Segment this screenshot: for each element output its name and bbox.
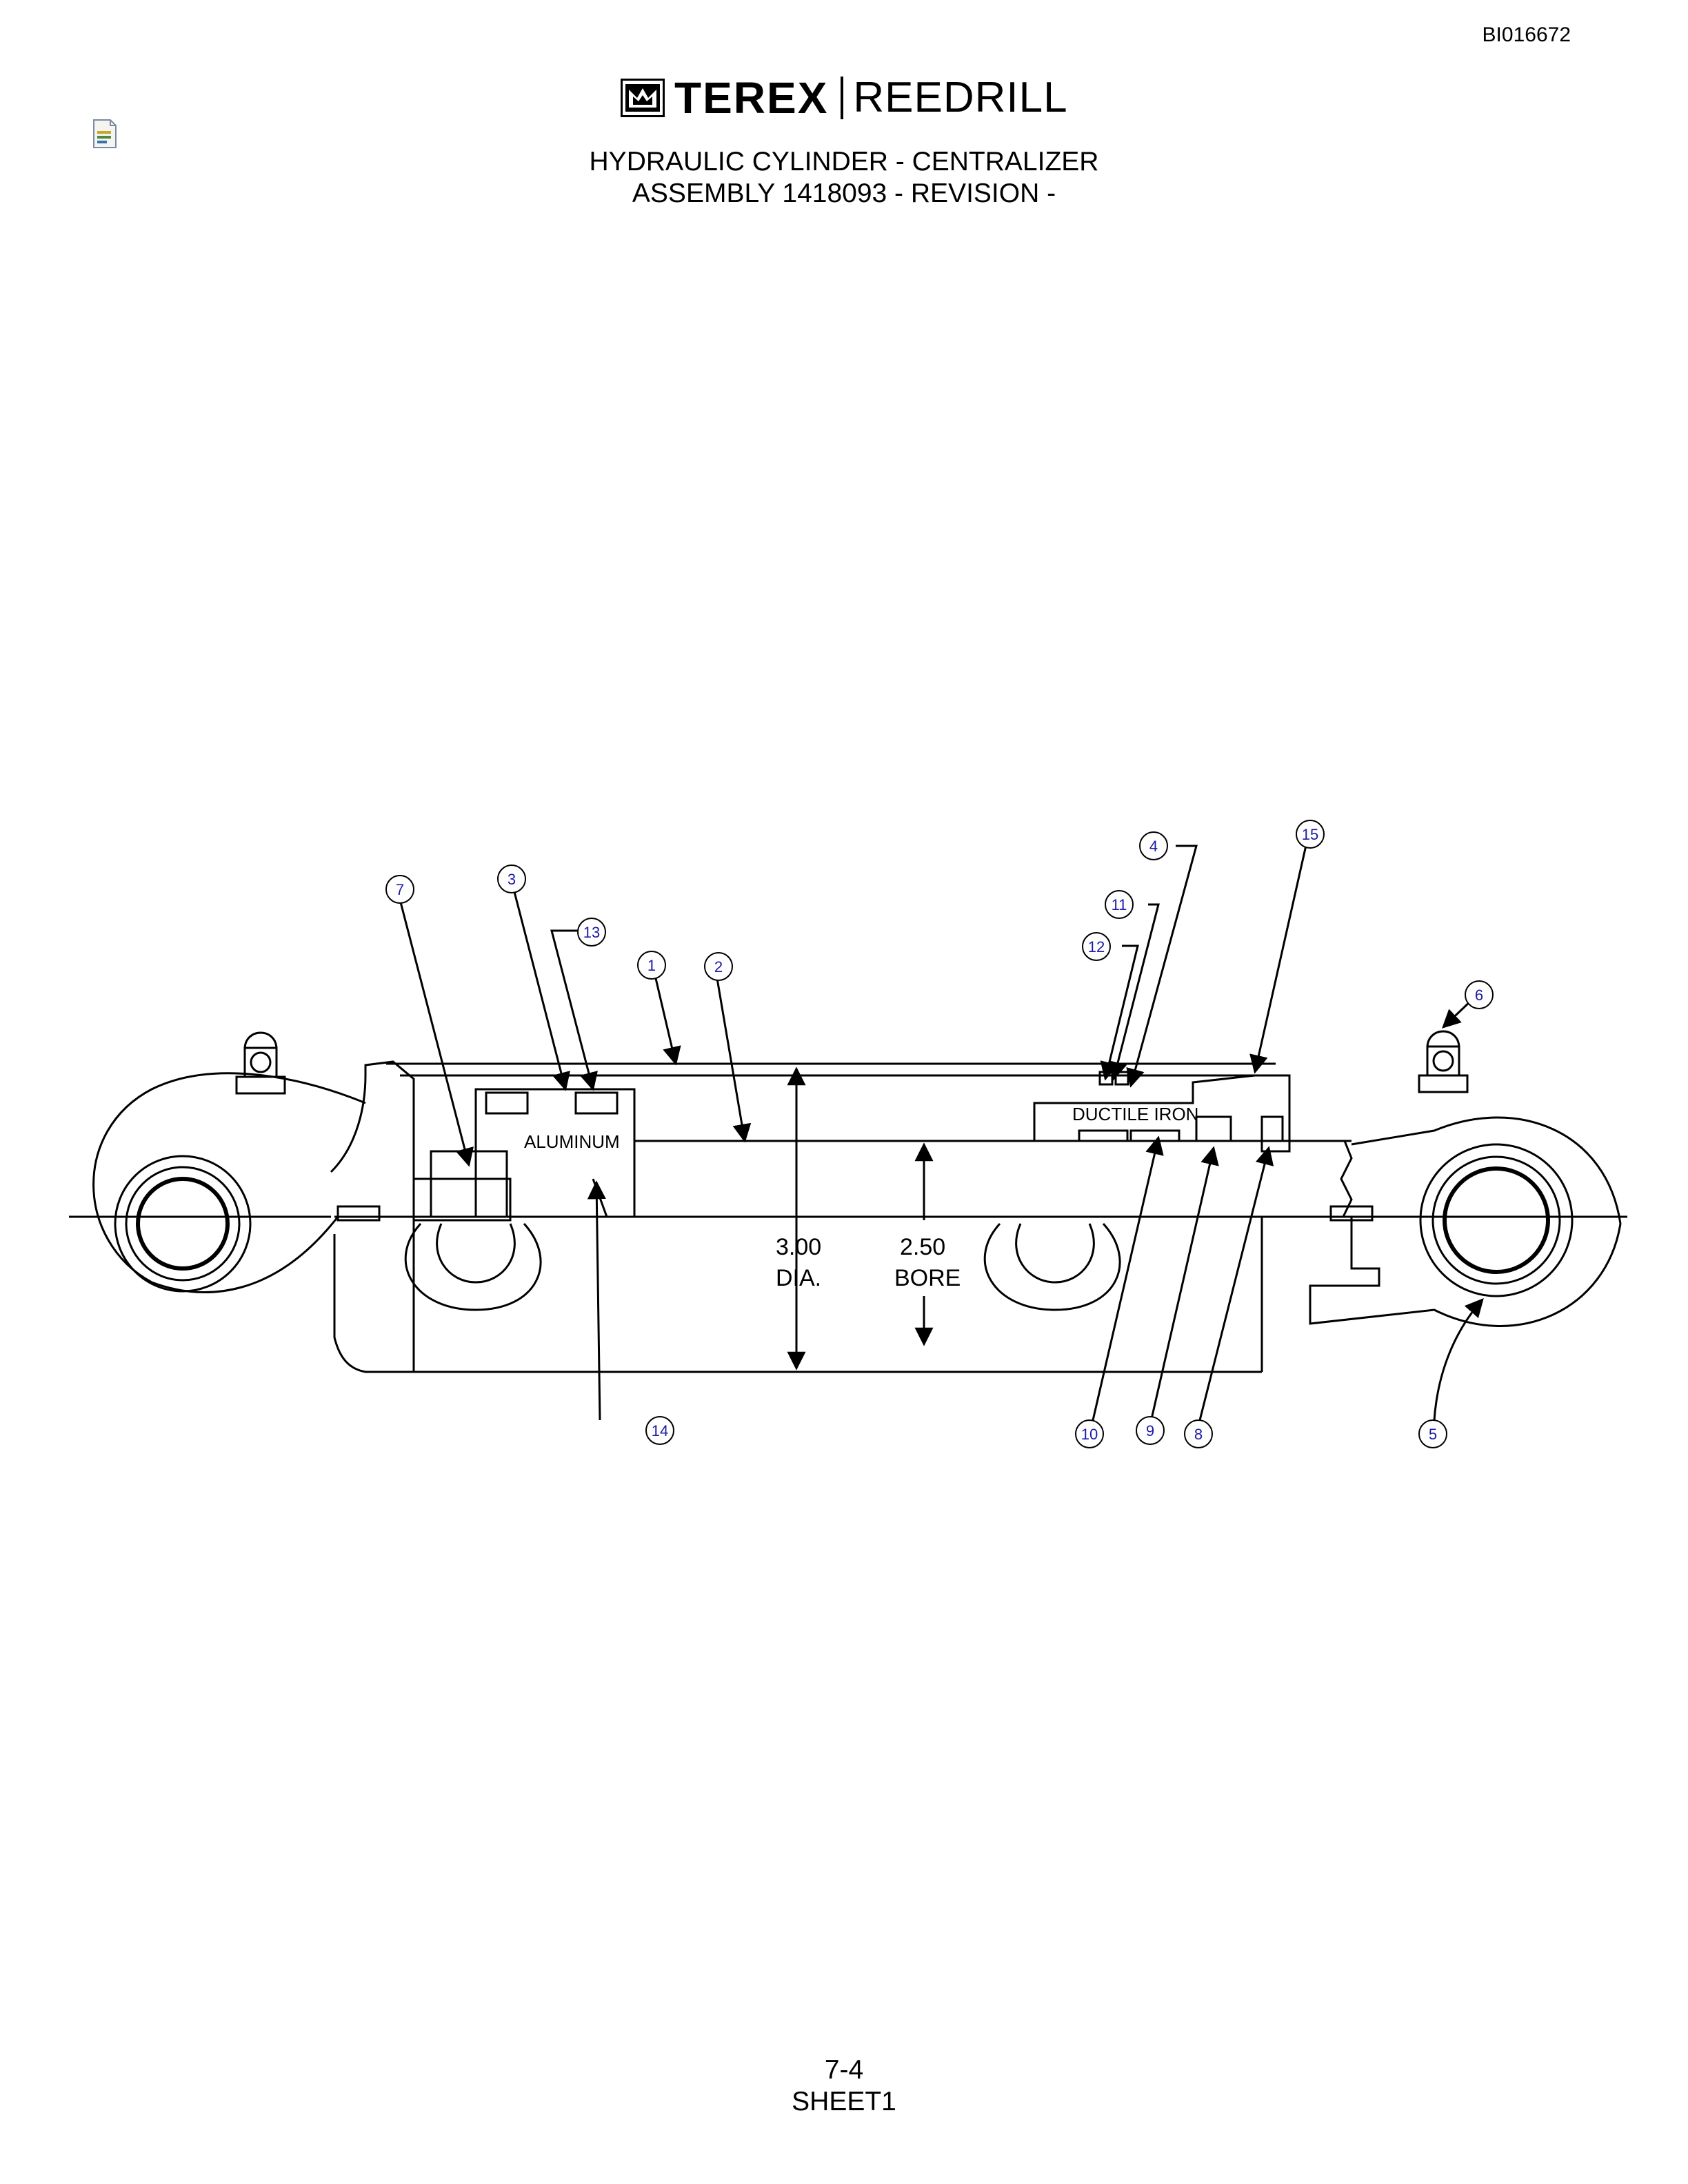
svg-text:10: 10 [1081,1426,1098,1443]
cap-end [330,1060,415,1373]
callout-12: 12 [1082,932,1111,961]
callout-1: 1 [637,951,666,980]
svg-text:6: 6 [1475,987,1483,1004]
svg-text:4: 4 [1149,838,1158,855]
callout-9: 9 [1136,1416,1165,1445]
callout-13: 13 [577,918,606,947]
callout-balloons: 1 2 3 4 5 6 7 8 9 10 11 12 13 14 15 [385,820,1494,1448]
right-grease-fitting [1418,1030,1469,1093]
rod-break [1340,1140,1353,1217]
title-line-2: ASSEMBLY 1418093 - REVISION - [632,179,1056,208]
callout-11: 11 [1105,890,1134,919]
callout-2: 2 [704,952,733,981]
svg-text:7: 7 [396,881,404,898]
bore-value: 2.50 [900,1234,945,1260]
piston-seal-1 [485,1091,529,1115]
callout-15: 15 [1296,820,1325,849]
piston-body [474,1088,636,1218]
left-bushing-outer [114,1155,252,1293]
brand-name: TEREX [674,73,829,123]
svg-text:8: 8 [1194,1426,1203,1443]
callout-8: 8 [1184,1419,1213,1448]
gland-seal [1260,1115,1284,1142]
svg-text:14: 14 [652,1422,668,1439]
leader-lines [399,842,1484,1421]
left-bushing-bore [136,1177,230,1271]
callout-5: 5 [1418,1419,1447,1448]
rod-wiper [1195,1115,1232,1142]
svg-text:5: 5 [1429,1426,1437,1443]
svg-text:2: 2 [714,958,723,975]
svg-text:1: 1 [647,957,656,974]
terex-reedrill-logo: TEREX REEDRILL [621,73,1068,123]
terex-crown-icon [621,79,665,117]
svg-text:11: 11 [1112,896,1127,913]
title-line-1: HYDRAULIC CYLINDER - CENTRALIZER [589,147,1099,176]
right-bushing-mid [1431,1155,1561,1285]
logo-divider [841,77,844,119]
document-id: BI016672 [1482,23,1571,46]
piston-material-label: ALUMINUM [524,1131,620,1152]
left-bushing-mid [125,1166,241,1282]
right-bushing-bore [1443,1166,1550,1274]
left-clevis-eye [92,1072,366,1293]
callout-7: 7 [385,875,414,904]
outer-diameter-value: 3.00 [776,1234,821,1260]
hydraulic-cylinder-diagram: ALUMINUM DUCTILE IRON 3.00 DIA. 2.50 BOR… [69,820,1627,1448]
rod-end-eye [1309,1116,1622,1327]
svg-text:12: 12 [1088,938,1105,956]
gland-material-label: DUCTILE IRON [1072,1104,1198,1124]
port-right [983,1222,1121,1311]
svg-text:9: 9 [1146,1422,1154,1439]
callout-10: 10 [1075,1419,1104,1448]
svg-text:15: 15 [1302,826,1318,843]
page-number: 7-4 [824,2055,864,2085]
callout-4: 4 [1139,831,1168,860]
callout-6: 6 [1465,980,1494,1009]
svg-text:3: 3 [508,871,516,888]
sheet-label: SHEET1 [792,2087,896,2116]
left-grease-fitting [235,1031,286,1095]
callout-3: 3 [497,865,526,893]
bore-unit: BORE [894,1265,961,1291]
callout-14: 14 [645,1416,674,1445]
outer-diameter-unit: DIA. [776,1265,821,1291]
svg-text:13: 13 [583,924,600,941]
cylinder-outline [69,1030,1627,1373]
port-left [404,1222,542,1311]
attachment-file-icon[interactable] [91,119,119,152]
piston-seal-2 [574,1091,619,1115]
dimension-lines [787,1066,934,1371]
right-bushing-outer [1419,1143,1574,1297]
drawing-title: HYDRAULIC CYLINDER - CENTRALIZER ASSEMBL… [0,146,1688,210]
page-footer: 7-4 SHEET1 [0,2054,1688,2118]
brand-subname: REEDRILL [853,74,1068,121]
